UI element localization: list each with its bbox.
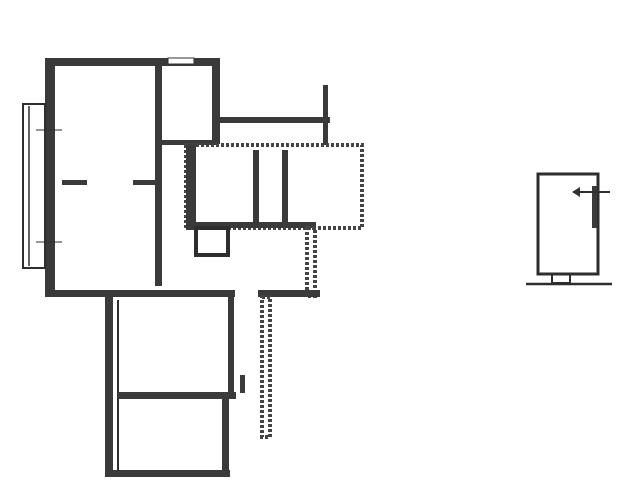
wall-interior-vertical bbox=[155, 66, 162, 286]
detached-outline bbox=[536, 172, 600, 276]
wall-middle-left bbox=[186, 145, 196, 230]
wall-lower-bottom bbox=[105, 470, 230, 477]
detached-structure-plan bbox=[526, 172, 612, 286]
middle-rooms-outline bbox=[184, 143, 364, 230]
wall-hall-bottom-right bbox=[258, 290, 320, 297]
bay-window bbox=[22, 103, 62, 269]
wall-lower-inner bbox=[228, 297, 234, 397]
wall-divider-1 bbox=[253, 150, 259, 225]
wall-divider-2 bbox=[282, 150, 288, 225]
main-unit-plan bbox=[22, 57, 364, 477]
wall-lower-right bbox=[260, 295, 272, 439]
wall-hall-right bbox=[305, 226, 317, 298]
wall-hall-bottom bbox=[45, 290, 235, 297]
wall-far-right bbox=[323, 85, 328, 145]
door-stub-left bbox=[62, 180, 87, 185]
wall-corridor bbox=[220, 117, 330, 123]
wall-lower-left bbox=[105, 297, 113, 477]
wall-small-room-bottom bbox=[162, 140, 217, 145]
window-top bbox=[167, 57, 195, 65]
detached-door bbox=[592, 186, 597, 228]
door-stub-right bbox=[133, 180, 155, 185]
door-mark bbox=[240, 375, 245, 393]
closet bbox=[194, 226, 230, 257]
wall-lower-divider bbox=[118, 392, 236, 399]
wall-left bbox=[45, 58, 55, 296]
wall-middle-bottom bbox=[196, 222, 316, 228]
wall-small-room bbox=[212, 58, 220, 144]
wall-lower-inner-2 bbox=[222, 399, 229, 476]
wall-top bbox=[45, 58, 220, 66]
